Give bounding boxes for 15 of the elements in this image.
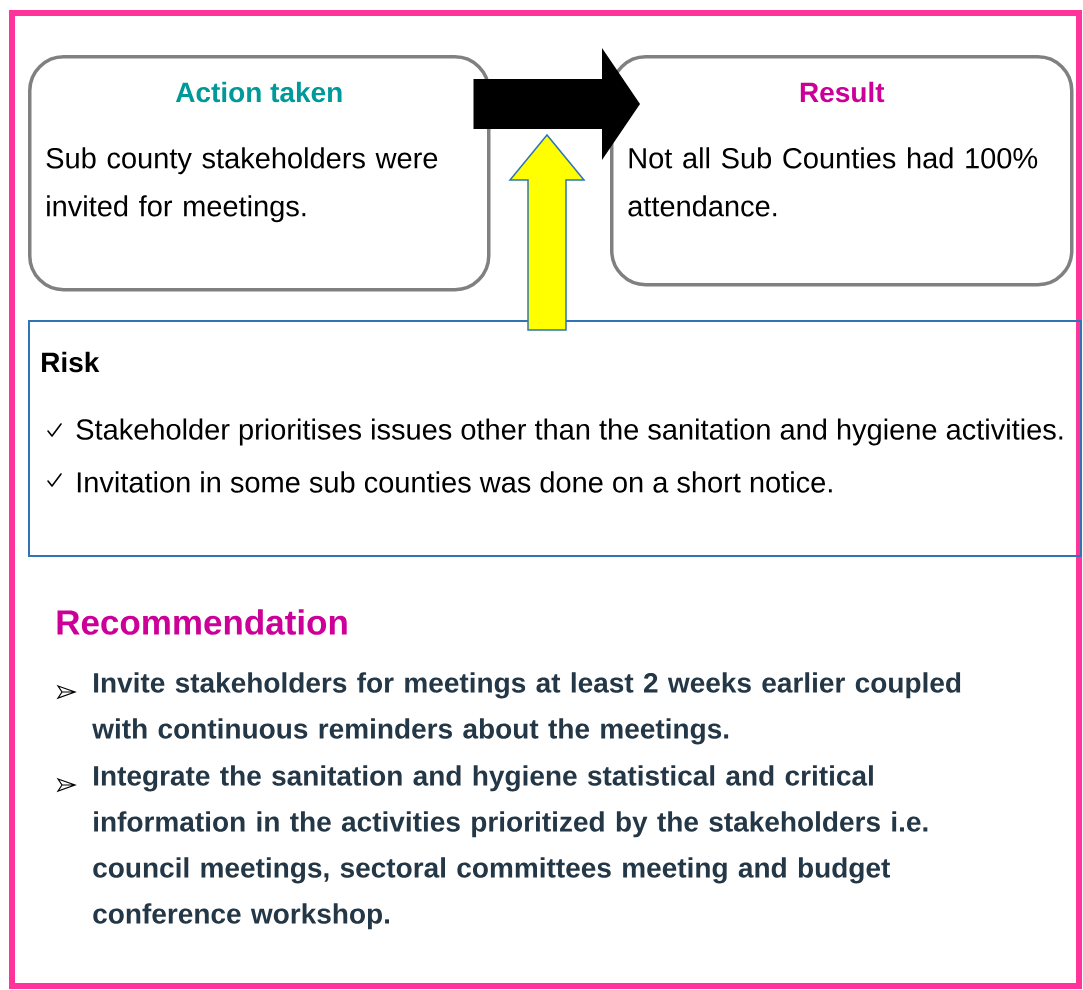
bullet-item: Invite stakeholders for meetings at least 2 weeks earlier coupled with continuous reminders about the meetings. <box>92 672 961 745</box>
box-text: Not all Sub Counties had 100% attendance. <box>628 147 1038 217</box>
bullet-item: Integrate the sanitation and hygiene statistical and critical information in the activities prioritized by the stakeholders i.e. council meetings, sectoral committees meeting and budget conference workshop. <box>93 765 928 930</box>
block-arrow <box>508 133 586 331</box>
checklist-item: Stakeholder prioritises issues other than the sanitation and hygiene activities. <box>76 418 1063 446</box>
box-title: Result <box>800 81 885 103</box>
box-title: Risk <box>42 351 100 373</box>
box-title: Action taken <box>175 81 342 103</box>
rounded-box <box>28 55 491 292</box>
rounded-box <box>610 55 1074 287</box>
box-text: Sub county stakeholders were invited for meetings. <box>46 147 438 223</box>
checklist-item: Invitation in some sub counties was done on a short notice. <box>77 471 832 493</box>
section-heading: Recommendation <box>57 609 347 635</box>
risk-box <box>28 320 1082 557</box>
block-arrow <box>473 48 640 160</box>
